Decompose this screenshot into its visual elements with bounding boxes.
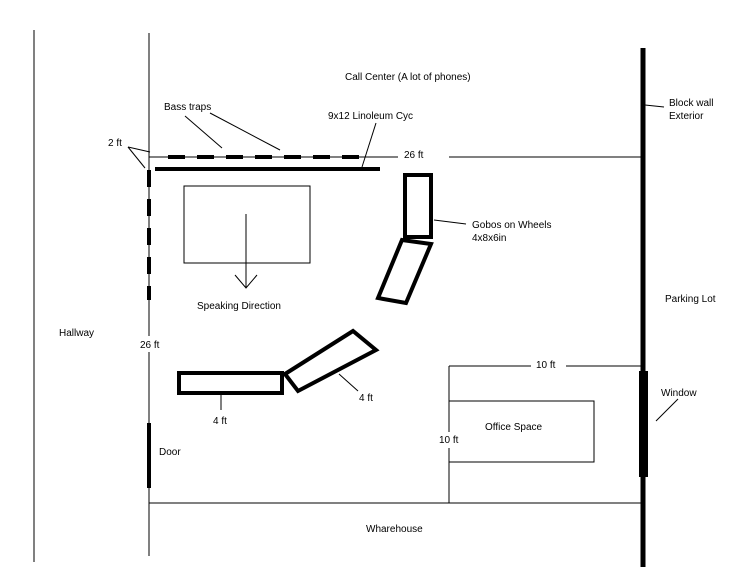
cyc-label: 9x12 Linoleum Cyc [328, 111, 413, 122]
speaking-area [183, 185, 311, 264]
hallway-label: Hallway [59, 328, 94, 339]
block-wall-leader [644, 104, 665, 108]
window-label: Window [661, 388, 697, 399]
label-bg-26ft-left [136, 336, 162, 352]
two-ft-leader-2 [127, 146, 146, 169]
four-ft-right-leader [338, 373, 359, 392]
block-wall-label: Block wall [669, 98, 713, 109]
bass-traps-leader-1 [184, 115, 223, 149]
gobos-leader [433, 219, 467, 225]
window-leader [655, 398, 679, 422]
warehouse-label: Wharehouse [366, 524, 423, 535]
twenty-six-ft-left-label: 26 ft [140, 340, 160, 351]
parking-lot-label: Parking Lot [665, 294, 716, 305]
bass-traps-leader-2 [209, 112, 281, 151]
gobos-label: Gobos on Wheels [472, 220, 552, 231]
office-space-label: Office Space [485, 422, 543, 433]
label-bg-26ft-top [398, 148, 428, 164]
office-space-box [448, 400, 595, 463]
ten-ft-top-label: 10 ft [536, 360, 556, 371]
ten-ft-left-label: 10 ft [439, 435, 459, 446]
gobo-4 [177, 371, 284, 395]
bass-traps-label: Bass traps [164, 102, 211, 113]
label-bg-10ft-left [436, 432, 464, 448]
four-ft-left-label: 4 ft [213, 416, 227, 427]
call-center-label: Call Center (A lot of phones) [345, 72, 471, 83]
door-label: Door [159, 447, 181, 458]
speaking-direction-arrowhead [234, 274, 258, 289]
two-ft-leader-1 [127, 146, 151, 153]
label-bg-10ft-top [531, 358, 565, 374]
four-ft-right-label: 4 ft [359, 393, 373, 404]
gobo-2 [375, 237, 434, 306]
gobo-1 [403, 173, 433, 239]
window [639, 371, 648, 477]
gobos-size-label: 4x8x6in [472, 233, 506, 244]
twenty-six-ft-top-label: 26 ft [404, 150, 424, 161]
gobo-3 [282, 328, 380, 394]
two-ft-label: 2 ft [108, 138, 122, 149]
cyc-leader [361, 122, 377, 168]
speaking-direction-label: Speaking Direction [197, 301, 281, 312]
exterior-label: Exterior [669, 111, 704, 122]
